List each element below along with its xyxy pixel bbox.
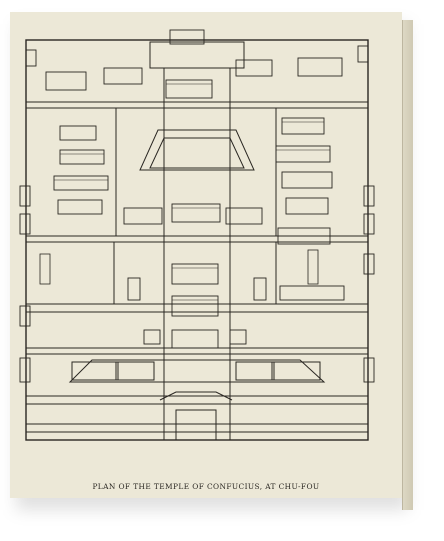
side-gate	[19, 357, 31, 383]
side-gate	[363, 185, 375, 207]
canvas-side-edge	[402, 20, 413, 510]
building	[279, 285, 345, 301]
building	[103, 67, 143, 85]
side-gate	[19, 185, 31, 207]
stele	[39, 253, 51, 285]
building	[225, 207, 263, 225]
building	[281, 117, 325, 135]
main-hall-platform	[139, 129, 255, 171]
building	[127, 277, 141, 301]
building	[59, 149, 105, 165]
building	[285, 197, 329, 215]
front-court-pavilion	[271, 361, 321, 381]
building	[297, 57, 343, 77]
stele	[307, 249, 319, 285]
front-court-pavilion	[115, 361, 155, 381]
building	[281, 171, 333, 189]
north-hall-block	[149, 41, 245, 69]
main-gate	[175, 409, 217, 441]
building	[165, 79, 213, 99]
front-court-pavilion	[235, 361, 275, 381]
side-gate	[19, 305, 31, 327]
main-hall-platform-inner	[149, 137, 245, 169]
building	[53, 175, 109, 191]
side-gate	[363, 213, 375, 235]
plan-caption: PLAN OF THE TEMPLE OF CONFUCIUS, AT CHU-…	[92, 482, 320, 491]
building	[277, 227, 331, 245]
building	[171, 295, 219, 317]
corner-tower	[357, 45, 369, 63]
building	[57, 199, 103, 215]
building	[169, 29, 205, 45]
building	[253, 277, 267, 301]
front-court-pavilion	[71, 361, 119, 381]
building	[171, 263, 219, 285]
corner-tower	[25, 49, 37, 67]
building	[171, 203, 221, 223]
side-gate	[19, 213, 31, 235]
canvas-print	[10, 12, 402, 498]
building	[229, 329, 247, 345]
building	[143, 329, 161, 345]
side-gate	[363, 253, 375, 275]
building	[59, 125, 97, 141]
front-court	[68, 359, 326, 383]
main-gate-roof	[159, 391, 233, 401]
building	[123, 207, 163, 225]
building	[235, 59, 273, 77]
building	[171, 329, 219, 349]
side-gate	[363, 357, 375, 383]
building	[275, 145, 331, 163]
building	[45, 71, 87, 91]
